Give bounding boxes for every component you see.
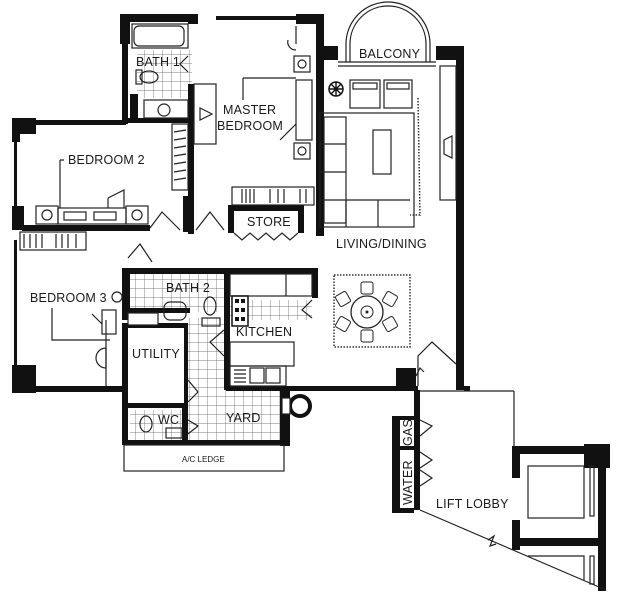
- label-wc: WC: [158, 413, 179, 427]
- room-labels: BATH 1 MASTER BEDROOM BALCONY BEDROOM 2 …: [30, 47, 509, 511]
- label-master-bedroom-line1: MASTER: [223, 103, 276, 117]
- label-lift-lobby: LIFT LOBBY: [436, 497, 509, 511]
- label-living-dining: LIVING/DINING: [336, 237, 427, 251]
- label-bedroom-2: BEDROOM 2: [68, 153, 145, 167]
- label-balcony: BALCONY: [359, 47, 421, 61]
- stove-icon: [231, 295, 249, 327]
- label-store: STORE: [247, 215, 291, 229]
- label-kitchen: KITCHEN: [236, 325, 292, 339]
- label-gas: GAS: [401, 419, 415, 446]
- label-utility: UTILITY: [132, 347, 180, 361]
- thin-lines: [19, 1, 607, 591]
- plant-icon: [328, 81, 344, 97]
- label-bath-1: BATH 1: [136, 55, 180, 69]
- label-water: WATER: [401, 460, 415, 505]
- dining-table-icon: [335, 281, 398, 343]
- label-ac-ledge: A/C LEDGE: [182, 455, 225, 464]
- label-master-bedroom-line2: BEDROOM: [217, 119, 283, 133]
- walls: [12, 14, 610, 591]
- label-bath-2: BATH 2: [166, 281, 210, 295]
- label-bedroom-3: BEDROOM 3: [30, 291, 107, 305]
- label-yard: YARD: [226, 411, 261, 425]
